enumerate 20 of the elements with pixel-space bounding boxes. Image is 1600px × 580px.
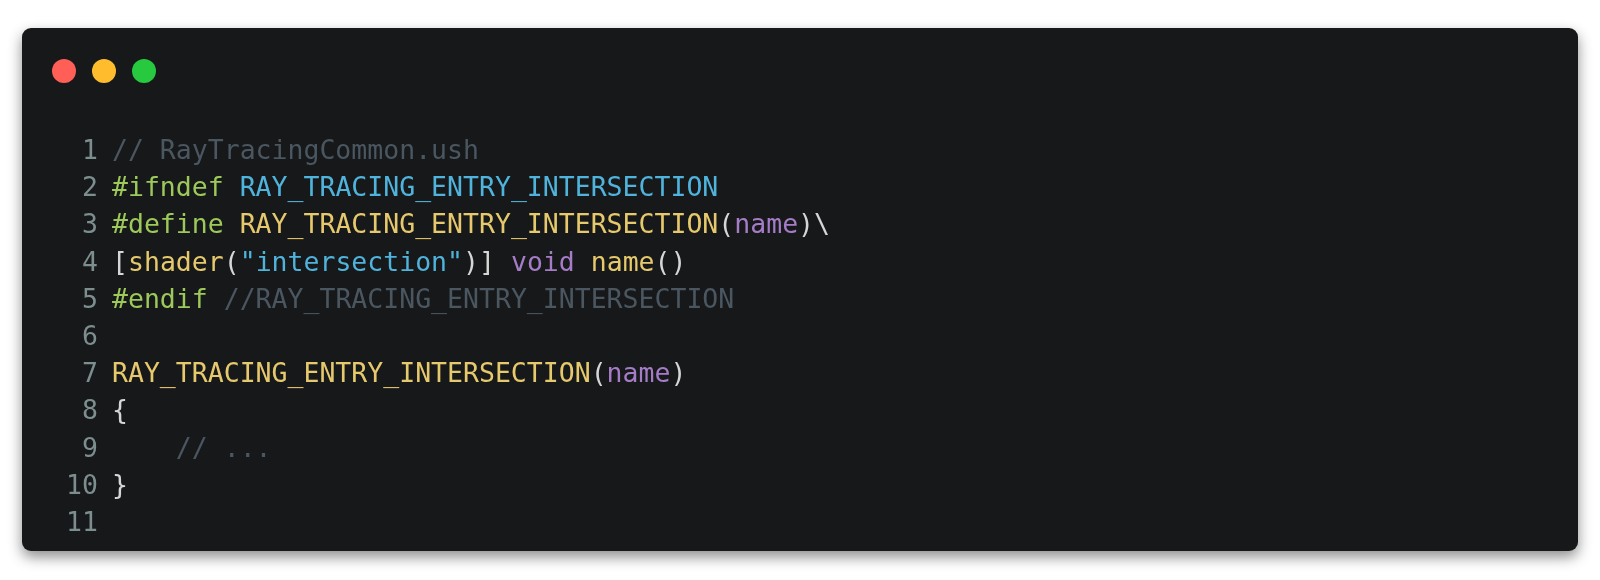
- code-line: [shader("intersection")] void name(): [112, 244, 687, 279]
- line-number: 7: [81, 356, 98, 391]
- code-line: #define RAY_TRACING_ENTRY_INTERSECTION(name)\: [112, 207, 831, 242]
- code-line: // RayTracingCommon.ush: [112, 133, 479, 167]
- line-number: 6: [81, 319, 98, 353]
- line-number: 10: [65, 467, 98, 502]
- line-number: 11: [65, 505, 98, 539]
- line-number: 5: [81, 281, 98, 316]
- code-line: {: [112, 393, 128, 428]
- line-number: 2: [81, 170, 98, 205]
- line-number: 9: [81, 430, 98, 465]
- code-line: RAY_TRACING_ENTRY_INTERSECTION(name): [112, 356, 687, 391]
- code-line: }: [112, 467, 128, 502]
- code-line: // ...: [174, 430, 272, 465]
- line-number: 3: [81, 207, 98, 242]
- line-number: 8: [81, 393, 98, 428]
- line-number: 1: [81, 133, 98, 167]
- code-line: #ifndef RAY_TRACING_ENTRY_INTERSECTION: [112, 170, 719, 205]
- line-number: 4: [81, 244, 98, 279]
- code-line: #endif //RAY_TRACING_ENTRY_INTERSECTION: [112, 281, 735, 316]
